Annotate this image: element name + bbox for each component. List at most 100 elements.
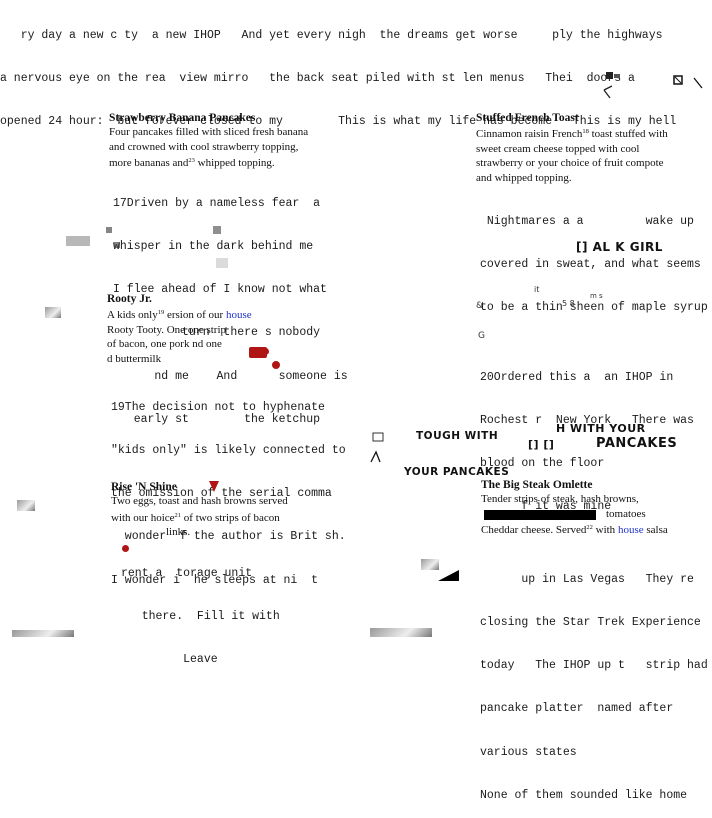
image-fragment: [66, 236, 90, 246]
image-fragment: [114, 242, 120, 248]
menu-title: Stuffed French Toast: [476, 112, 579, 124]
desc-line: strawberry or your choice of fruit compo…: [476, 157, 664, 169]
note-line: whisper in the dark behind me: [113, 240, 314, 254]
note-line: 19The decision not to hyphenate: [111, 400, 325, 414]
desc-line: more bananas and: [109, 157, 189, 169]
note-line: today The IHOP up t strip had: [480, 659, 708, 673]
note-rent: rent a torage unit there. Fill it with L…: [121, 538, 280, 682]
footnote-marker[interactable]: 19: [157, 309, 165, 316]
hand-line: YOUR PANCAKES: [404, 466, 510, 478]
footnote-marker[interactable]: 23: [188, 157, 195, 164]
desc-line: sweet cream cheese topped with cool: [476, 142, 640, 155]
note-line: pancake platter named after: [480, 702, 674, 716]
note-line: the omission of the serial comma: [111, 487, 332, 501]
svg-text:m s: m s: [590, 292, 603, 300]
menu-description: Four pancakes filled with sliced fresh b…: [109, 125, 359, 171]
menu-description: Two eggs, toast and hash browns served w…: [111, 494, 361, 540]
desc-line: with: [592, 524, 618, 536]
header-text: ry day a new c ty a new IHOP And yet eve…: [0, 0, 676, 144]
image-fragment: [216, 258, 228, 268]
desc-line: salsa: [643, 524, 668, 536]
handwritten-with: H WITH YOUR: [556, 422, 646, 435]
note-line: Leave: [121, 653, 218, 667]
blood-stain: [262, 348, 269, 355]
menu-title: Strawberry Banana Pancakes: [109, 112, 256, 124]
note-nightmares: Nightmares a a wake up covered in sweat,…: [480, 186, 708, 330]
scribble-marks: [603, 72, 703, 99]
desc-line: whipped topping.: [194, 157, 275, 169]
note-vegas: up in Las Vegas They re closing the Star…: [480, 544, 708, 818]
handwritten-text: [] AL K GIRL: [576, 240, 663, 254]
desc-line: with our hoice: [111, 511, 175, 524]
footnote-marker[interactable]: 22: [586, 524, 593, 531]
note-line: rent a torage unit: [121, 566, 253, 580]
house-link[interactable]: house: [617, 524, 644, 536]
header-line: opened 24 hour: but forever closed to my…: [0, 115, 677, 129]
desc-line: Two eggs, toast and hash browns served: [111, 495, 288, 507]
note-line: up in Las Vegas They re: [480, 572, 694, 586]
house-link[interactable]: house: [225, 309, 252, 321]
note-line: nd me And someone is: [113, 369, 348, 383]
scribble-marks: [370, 432, 384, 463]
menu-title: The Big Steak Omlette: [481, 479, 593, 491]
blood-stain: [122, 545, 129, 552]
handwritten-pancakes: PANCAKES: [596, 436, 678, 451]
svg-text:5 8: 5 8: [562, 299, 575, 308]
note-line: 17Driven by a nameless fear a: [113, 196, 321, 210]
desc-line: links.: [111, 526, 191, 538]
menu-item-rise: Rise 'N Shine Two eggs, toast and hash b…: [111, 480, 361, 540]
menu-description: Cinnamon raisin French18 toast stuffed w…: [476, 125, 712, 185]
note-17: 17Driven by a nameless fear a whisper in…: [113, 168, 348, 442]
desc-line: Cheddar cheese. Served: [481, 524, 587, 536]
svg-text:G: G: [478, 331, 485, 341]
note-line: closing the Star Trek Experience: [480, 616, 701, 630]
handwritten-tough: TOUGH WITH YOUR PANCAKES: [404, 406, 509, 490]
image-thumbnail: [421, 559, 439, 570]
blood-stain: [209, 481, 219, 492]
desc-line: Tender strips of steak, hash browns,: [481, 493, 639, 505]
svg-text:&: &: [476, 301, 483, 311]
menu-item-rooty: Rooty Jr. A kids only19 ersion of our ho…: [107, 292, 357, 366]
svg-text:it: it: [534, 285, 539, 294]
desc-line: d buttermilk: [107, 352, 162, 365]
menu-item-french-toast: Stuffed French Toast Cinnamon raisin Fre…: [476, 111, 712, 185]
image-fragment: [370, 628, 432, 637]
desc-line: and crowned with cool strawberry topping…: [109, 140, 299, 153]
image-fragment: [12, 630, 74, 637]
blood-stain: [272, 361, 280, 369]
note-line: turn there s nobody: [113, 326, 321, 340]
image-fragment: [106, 227, 112, 233]
header-line: a nervous eye on the rea view mirro the …: [0, 72, 635, 86]
note-line: None of them sounded like home: [480, 788, 688, 802]
note-line: 20Ordered this a an IHOP in: [480, 370, 674, 384]
blood-stain: [249, 347, 267, 358]
note-line: various states: [480, 745, 577, 759]
desc-line: ersion of our: [164, 309, 226, 321]
black-triangle: [438, 570, 459, 581]
note-line: Nightmares a a wake up: [480, 214, 694, 228]
footnote-marker[interactable]: 21: [174, 511, 182, 519]
footnote-marker[interactable]: 18: [582, 128, 589, 135]
menu-item-omelette: The Big Steak Omlette Tender strips of s…: [481, 478, 712, 538]
hand-line: TOUGH WITH: [416, 430, 499, 442]
note-line: early st the ketchup: [113, 412, 321, 426]
note-line: there. Fill it with: [121, 610, 280, 624]
menu-title: Rooty Jr.: [107, 293, 152, 305]
note-19: 19The decision not to hyphenate "kids on…: [111, 372, 346, 603]
note-line: wonder f the author is Brit sh.: [111, 530, 346, 544]
image-fragment: [213, 226, 221, 234]
desc-line: toast stuffed with: [588, 128, 668, 140]
menu-item-strawberry: Strawberry Banana Pancakes Four pancakes…: [109, 111, 359, 171]
menu-description: Tender strips of steak, hash browns, tom…: [481, 492, 712, 538]
note-line: I flee ahead of I know not what: [113, 283, 327, 297]
desc-line: and whipped topping.: [476, 171, 572, 184]
desc-line: Four pancakes filled with sliced fresh b…: [109, 126, 309, 138]
note-line: I wonder i he sleeps at ni t: [111, 573, 319, 587]
note-line: to be a thin sheen of maple syrup: [480, 301, 708, 315]
header-line: ry day a new c ty a new IHOP And yet eve…: [0, 28, 663, 42]
note-line: Rochest r New York There was: [480, 414, 694, 428]
redaction-bar: [484, 509, 596, 520]
handwritten-box: [] []: [528, 438, 555, 451]
scattered-glyphs: it & 5 8 m s G: [476, 285, 603, 341]
note-line: covered in sweat, and what seems: [480, 258, 701, 272]
